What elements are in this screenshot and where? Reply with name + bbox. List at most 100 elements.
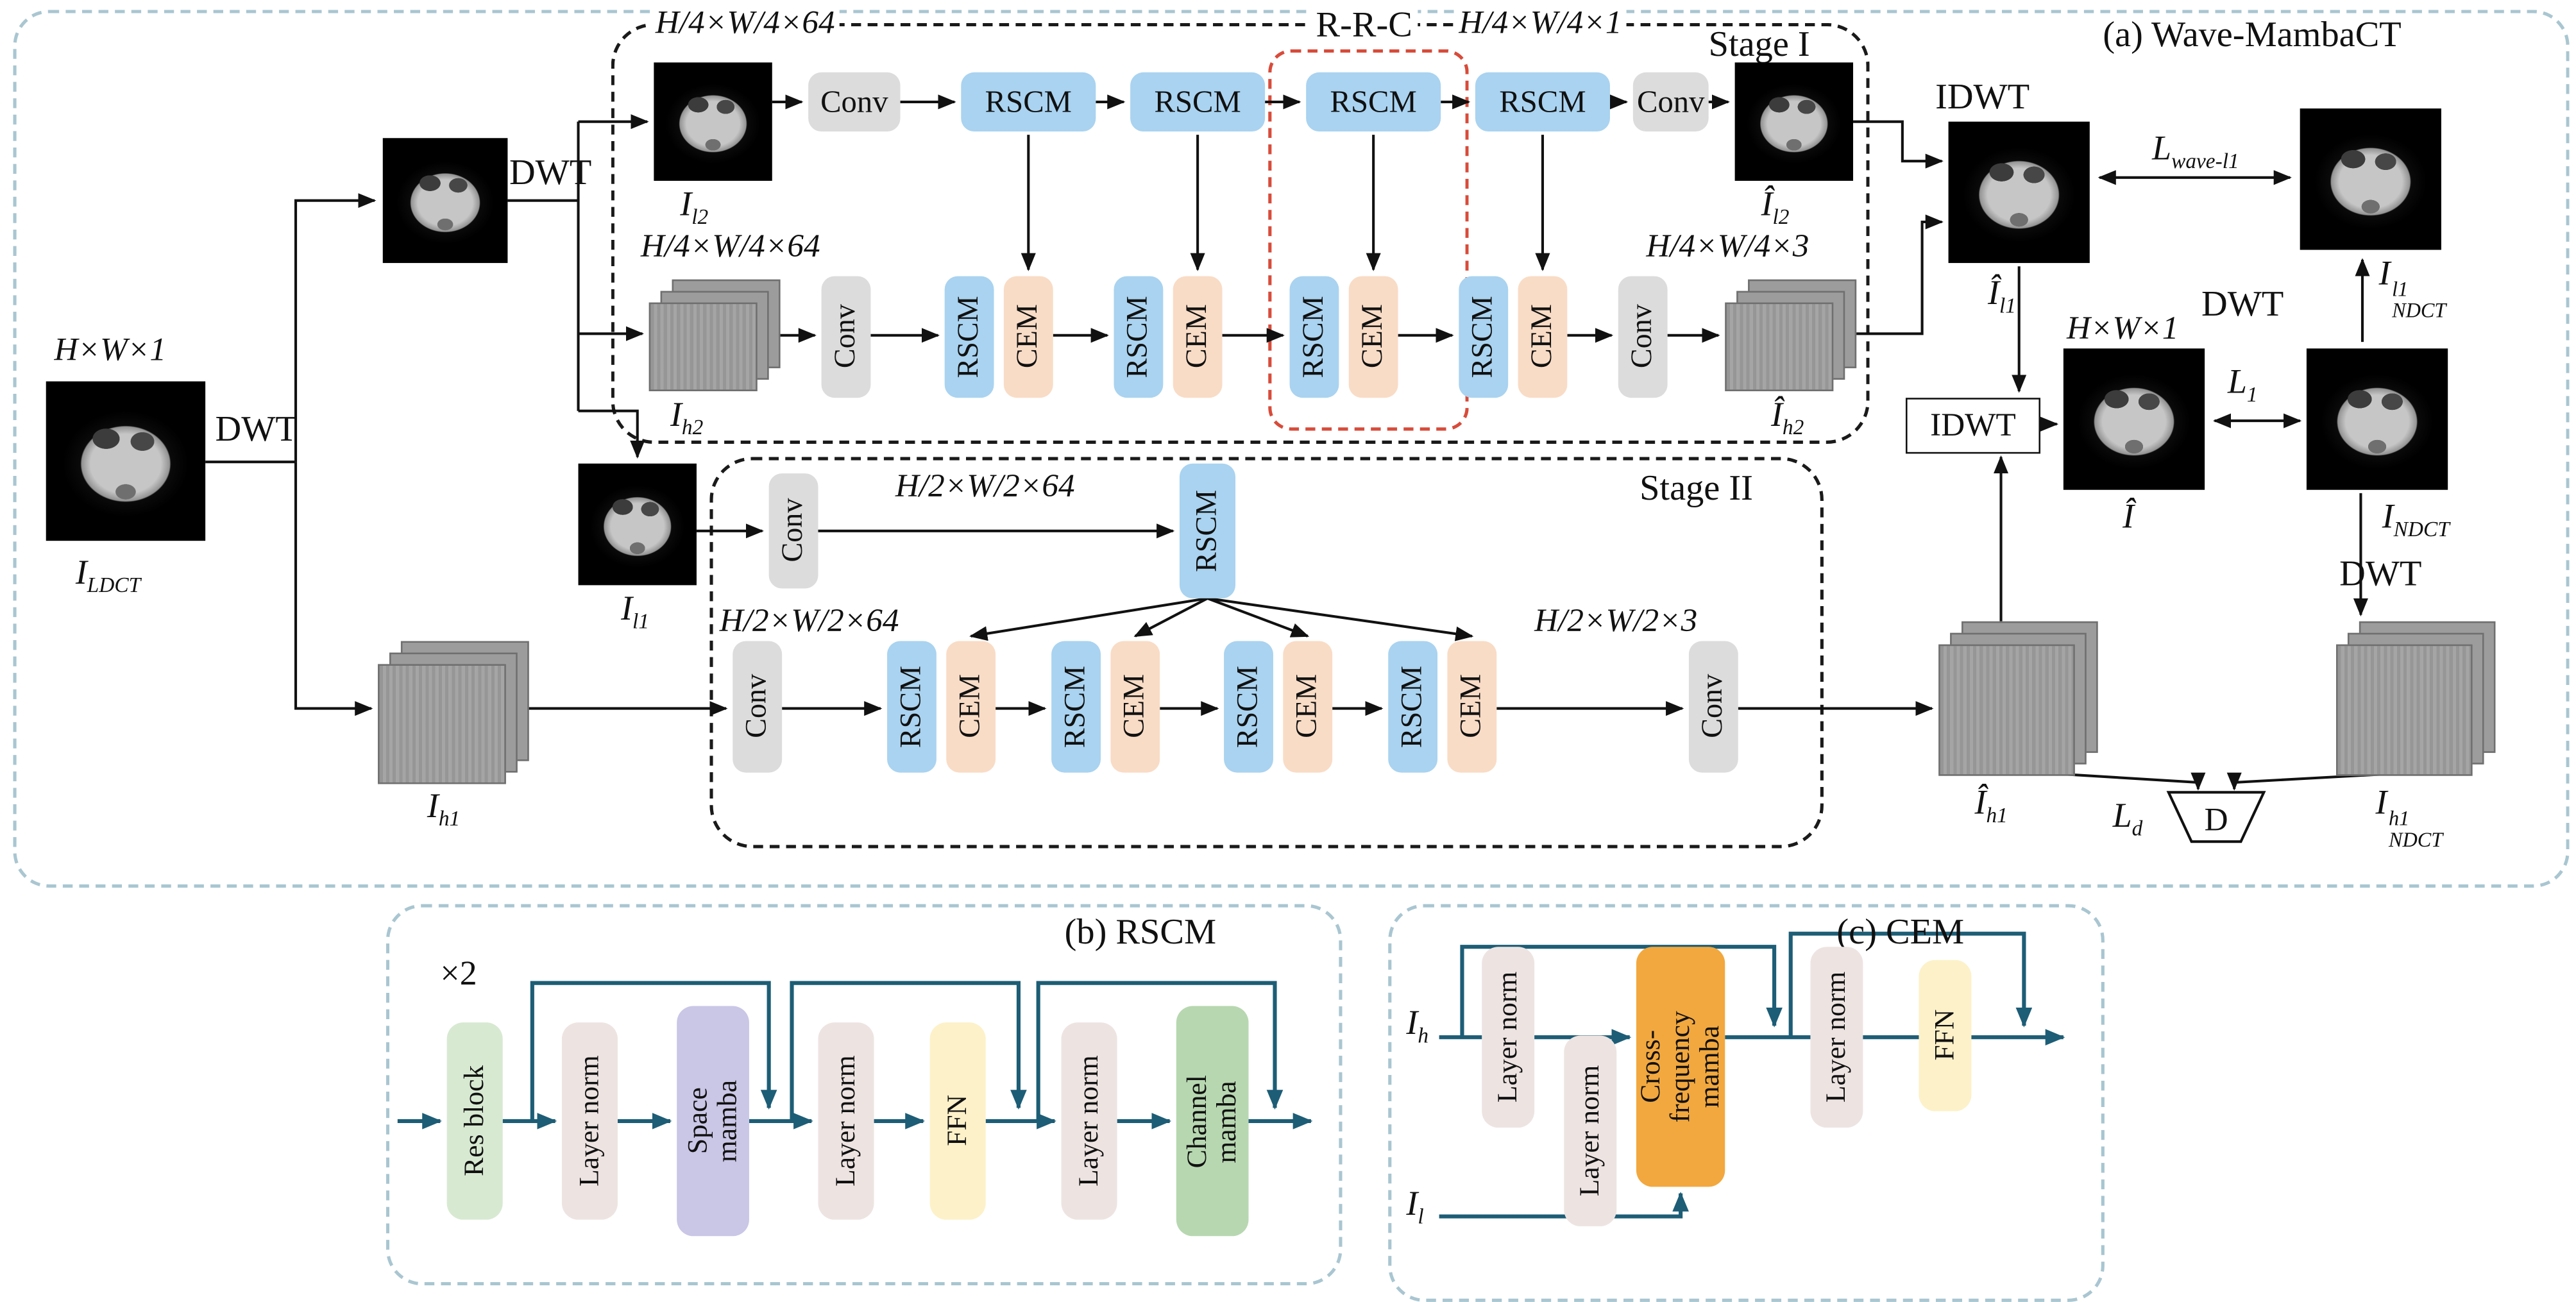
stack-ih2 xyxy=(648,279,781,391)
label-il2: Il2 xyxy=(680,184,709,229)
label-ih1: Ih1 xyxy=(427,786,461,831)
stage2-bot-cem-3: CEM xyxy=(1283,641,1333,773)
stack-ih1-hat xyxy=(1938,621,2098,776)
stage1-bot-cem-2: CEM xyxy=(1173,276,1223,398)
stage1-bot-conv-in: Conv xyxy=(821,276,871,398)
label-ih2: Ih2 xyxy=(670,394,704,439)
stage2-bot-rscm-2: RSCM xyxy=(1051,641,1101,773)
label-ih2-hat: Îh2 xyxy=(1770,394,1804,439)
label-dwt-down: DWT xyxy=(2339,552,2422,594)
label-times2: ×2 xyxy=(440,953,477,993)
rscm-layernorm-1: Layer norm xyxy=(561,1022,618,1220)
ct-image-il2-hat xyxy=(1734,62,1854,181)
stage1-box xyxy=(611,22,1870,444)
stage1-bot-rscm-4: RSCM xyxy=(1459,276,1509,398)
ct-image-il1-hat xyxy=(1948,121,2090,264)
label-indct: INDCT xyxy=(2382,496,2450,541)
ct-image-ldct xyxy=(46,381,206,541)
ct-image-indct-l1 xyxy=(2300,108,2441,250)
idwt-box: IDWT xyxy=(1905,398,2041,454)
ct-image-il2 xyxy=(654,62,772,181)
ct-image-il1-s2 xyxy=(578,463,697,586)
stage2-top-rscm: RSCM xyxy=(1179,463,1236,598)
stage2-bot-conv-out: Conv xyxy=(1688,641,1738,773)
stage1-top-rscm-1: RSCM xyxy=(961,72,1096,132)
label-dim-input: H×W×1 xyxy=(54,332,166,369)
rscm-channel-mamba: Channel mamba xyxy=(1176,1006,1249,1237)
cem-ffn: FFN xyxy=(1919,960,1972,1112)
stage1-top-rscm-4: RSCM xyxy=(1475,72,1610,132)
label-ld: Ld xyxy=(2112,795,2143,841)
ct-image-indct xyxy=(2306,348,2448,490)
cem-layernorm-3: Layer norm xyxy=(1810,947,1863,1128)
stack-ih1 xyxy=(378,641,529,784)
rrc-box xyxy=(1268,49,1469,431)
panel-b-title: (b) RSCM xyxy=(1064,910,1217,952)
label-dwt-up: DWT xyxy=(2201,282,2284,324)
label-dim-right: H×W×1 xyxy=(2066,310,2179,347)
stage2-box xyxy=(709,457,1824,849)
stack-indct-h1 xyxy=(2336,621,2496,776)
stage1-bot-rscm-2: RSCM xyxy=(1114,276,1164,398)
label-dwt-2: DWT xyxy=(509,151,592,192)
stage1-top-conv-in: Conv xyxy=(808,72,901,132)
ct-image-i-hat xyxy=(2063,348,2205,490)
label-il1: Il1 xyxy=(621,588,649,634)
rscm-ffn: FFN xyxy=(929,1022,986,1220)
label-il2-hat: Îl2 xyxy=(1761,184,1790,229)
stage2-bot-rscm-4: RSCM xyxy=(1388,641,1438,773)
label-l-wave: Lwave-l1 xyxy=(2152,128,2239,173)
rscm-space-mamba: Space mamba xyxy=(677,1006,749,1237)
stage2-bot-conv-in: Conv xyxy=(733,641,783,773)
label-rrc: R-R-C xyxy=(1310,6,1418,43)
label-ih1-hat: Îh1 xyxy=(1974,782,2008,827)
discriminator-label: D xyxy=(2205,801,2228,838)
label-stage1-dim-bot-out: H/4×W/4×3 xyxy=(1646,228,1809,265)
stage1-top-conv-out: Conv xyxy=(1632,72,1709,132)
label-stage2-dim-top: H/2×W/2×64 xyxy=(895,468,1075,505)
label-i-hat: Î xyxy=(2123,496,2134,536)
rscm-layernorm-2: Layer norm xyxy=(818,1022,874,1220)
rscm-res-block: Res block xyxy=(446,1022,503,1220)
cem-cross-frequency-mamba: Cross- frequency mamba xyxy=(1634,947,1725,1187)
stage1-bot-cem-3: CEM xyxy=(1348,276,1398,398)
stage2-top-conv: Conv xyxy=(768,473,818,589)
cem-layernorm-2: Layer norm xyxy=(1564,1035,1617,1226)
discriminator-trapezoid xyxy=(2166,791,2266,843)
label-stage2-title: Stage II xyxy=(1640,466,1753,508)
label-stage1-title: Stage I xyxy=(1708,22,1810,64)
rscm-layernorm-3: Layer norm xyxy=(1061,1022,1117,1220)
stage1-bot-cem-1: CEM xyxy=(1003,276,1053,398)
panel-c-title: (c) CEM xyxy=(1836,910,1965,952)
stage2-bot-rscm-3: RSCM xyxy=(1224,641,1273,773)
stage2-bot-cem-1: CEM xyxy=(946,641,996,773)
cem-layernorm-1: Layer norm xyxy=(1482,947,1535,1128)
panel-a-box xyxy=(13,10,2570,888)
panel-a-title: (a) Wave-MambaCT xyxy=(2103,13,2402,55)
stage1-top-rscm-2: RSCM xyxy=(1130,72,1266,132)
label-stage2-dim-bot-in: H/2×W/2×64 xyxy=(719,603,899,639)
stage2-bot-cem-4: CEM xyxy=(1447,641,1497,773)
label-stage2-dim-bot-out: H/2×W/2×3 xyxy=(1534,603,1698,639)
stack-ih2-hat xyxy=(1725,279,1857,391)
stage1-bot-conv-out: Conv xyxy=(1618,276,1668,398)
label-il-input: Il xyxy=(1406,1183,1424,1228)
label-idwt-top: IDWT xyxy=(1935,75,2030,117)
label-il1-hat: Îl1 xyxy=(1988,273,2016,318)
ct-image-il1-top xyxy=(382,138,508,264)
stage1-bot-rscm-3: RSCM xyxy=(1289,276,1339,398)
label-dwt-1: DWT xyxy=(215,407,298,449)
stage2-bot-rscm-1: RSCM xyxy=(887,641,936,773)
stage1-bot-cem-4: CEM xyxy=(1518,276,1568,398)
stage1-bot-rscm-1: RSCM xyxy=(944,276,994,398)
panel-b-box xyxy=(386,904,1343,1286)
label-ildct: ILDCT xyxy=(75,552,141,597)
stage1-top-rscm-3: RSCM xyxy=(1306,72,1441,132)
label-stage1-dim-top-in: H/4×W/4×64 xyxy=(650,6,840,40)
stage2-bot-cem-2: CEM xyxy=(1110,641,1160,773)
label-stage1-dim-top-out: H/4×W/4×1 xyxy=(1453,6,1627,40)
